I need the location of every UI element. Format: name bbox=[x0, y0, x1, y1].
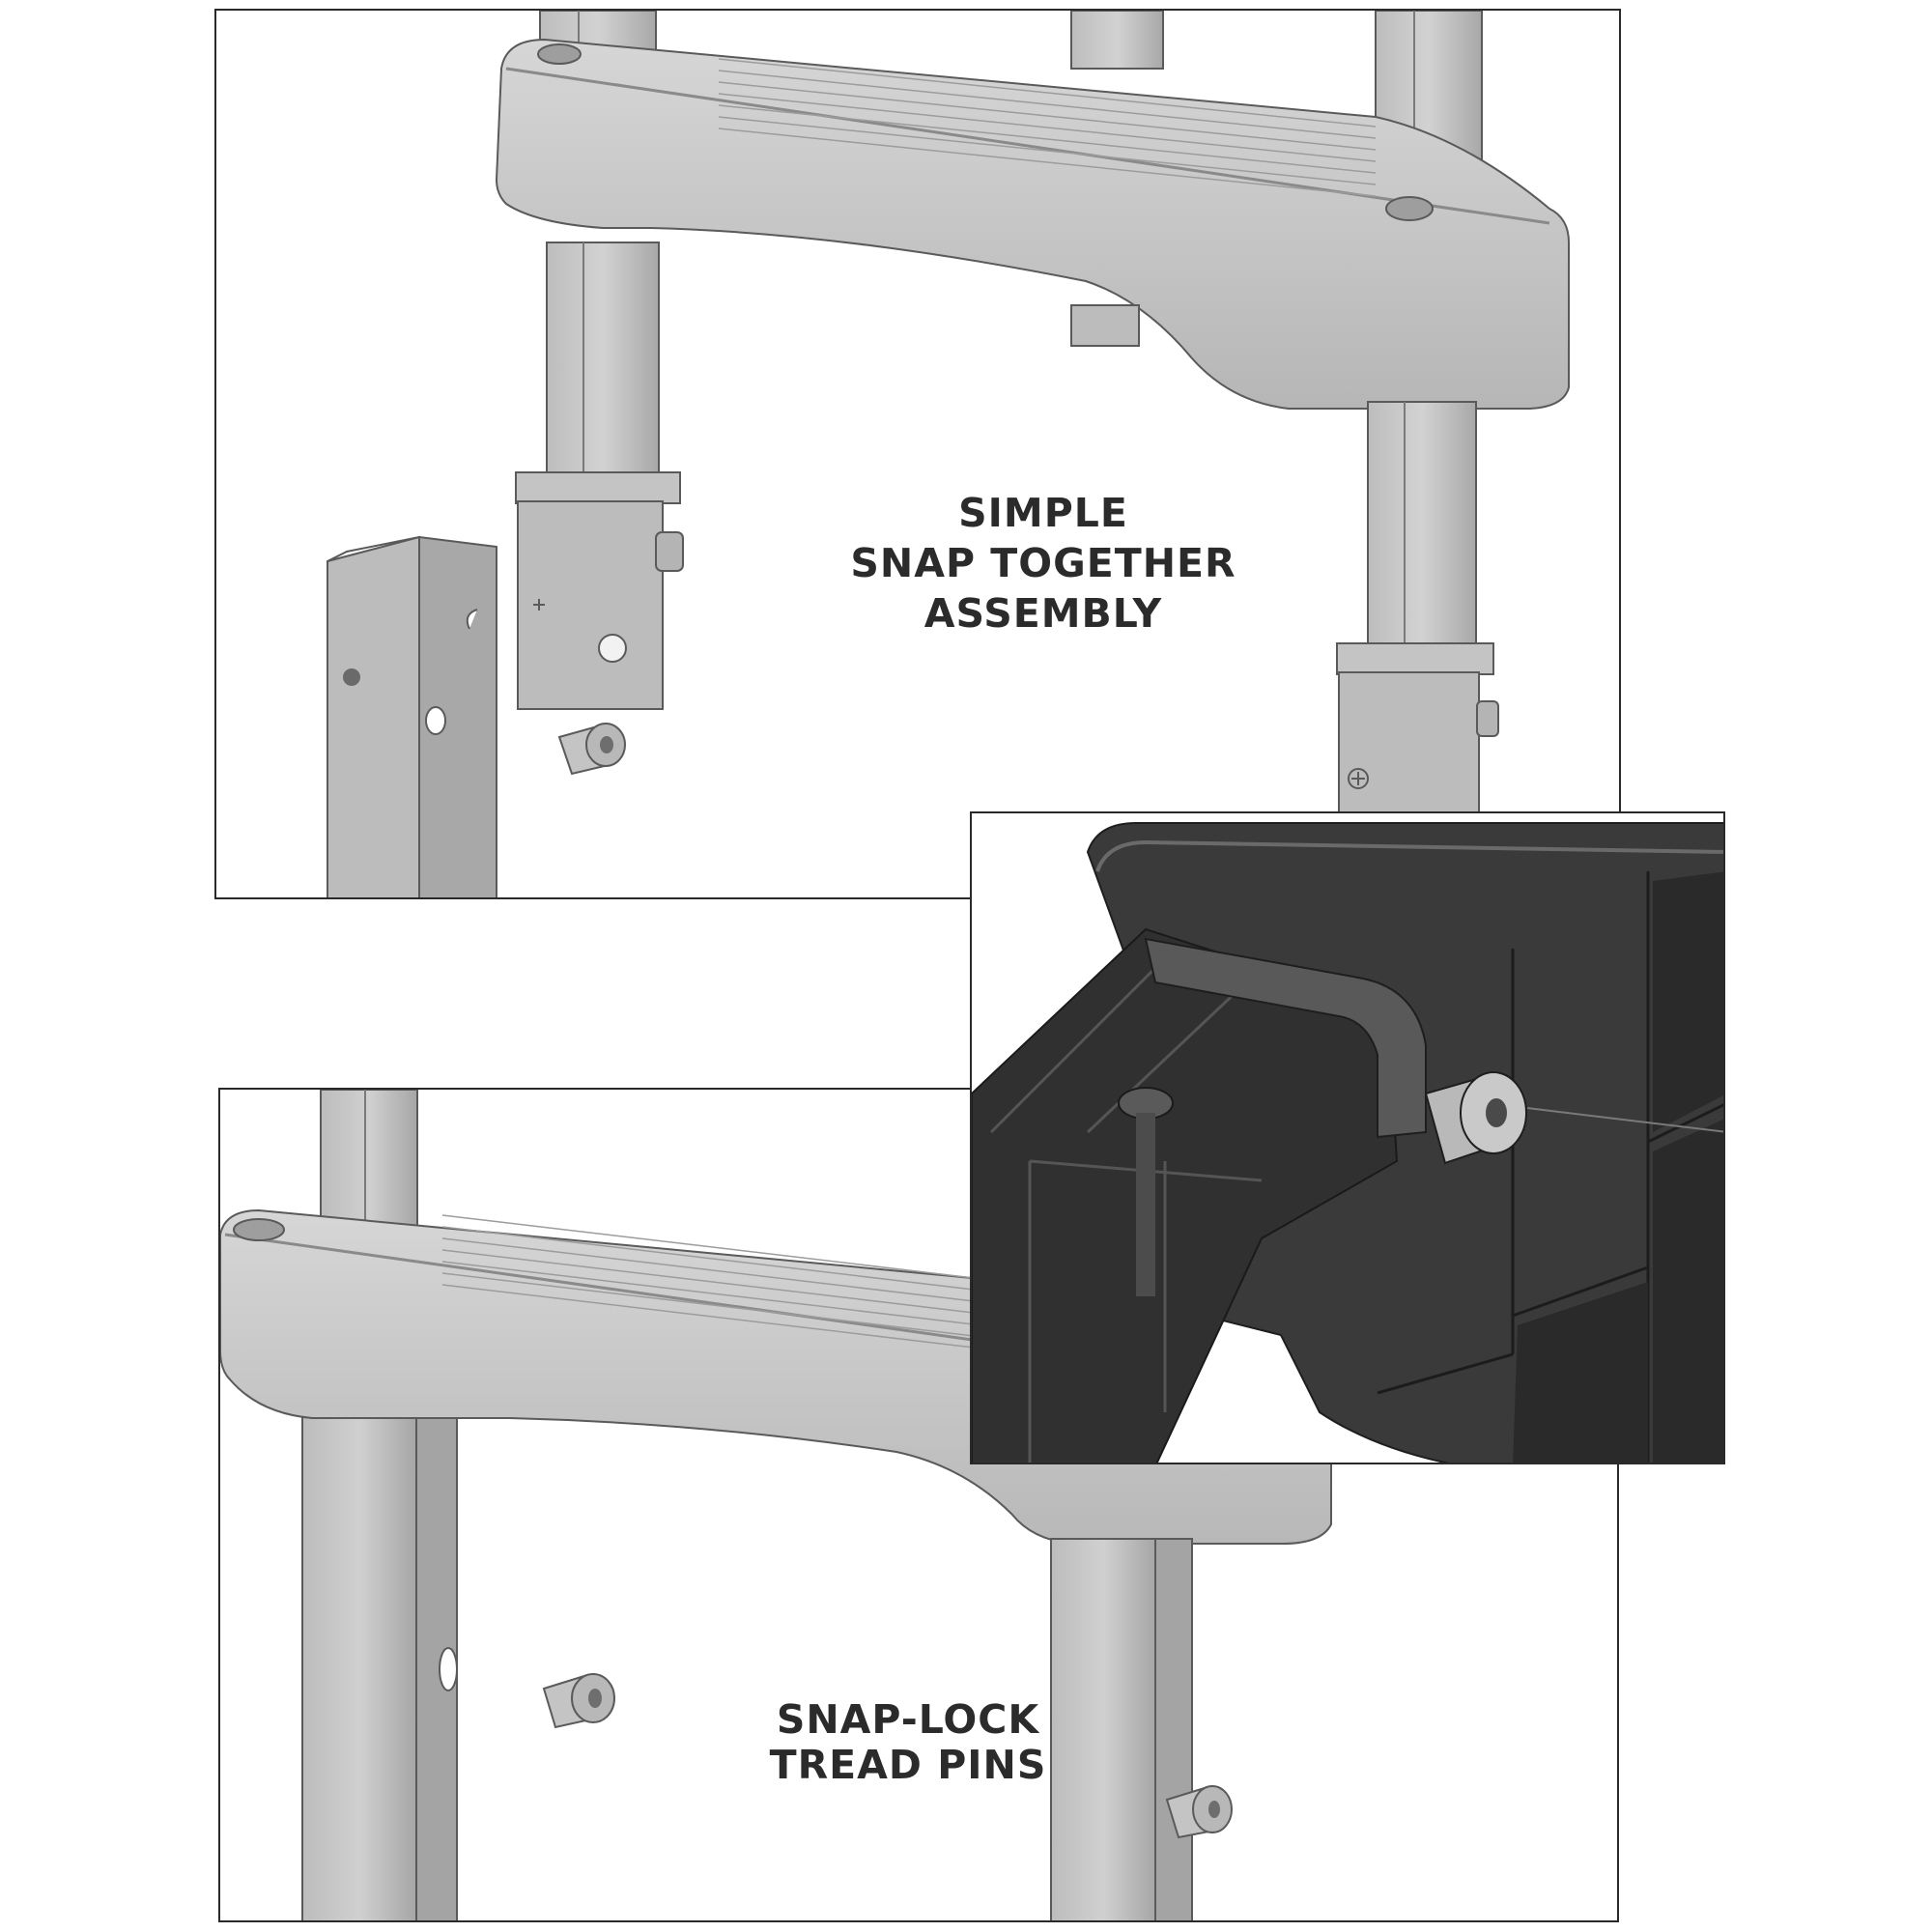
tread-pins-caption: SNAP-LOCK TREAD PINS bbox=[715, 1697, 1101, 1788]
tread-pins-caption-line-2: TREAD PINS bbox=[769, 1742, 1047, 1788]
leg-channel bbox=[327, 535, 497, 897]
upper-rail-middle bbox=[1070, 11, 1164, 70]
assembly-caption: SIMPLE SNAP TOGETHER ASSEMBLY bbox=[792, 488, 1294, 639]
lower-post-left bbox=[515, 242, 684, 710]
step-center-tab bbox=[1070, 304, 1140, 347]
tread-pins-caption-line-1: SNAP-LOCK bbox=[776, 1696, 1040, 1743]
pin-closeup-inset bbox=[970, 811, 1725, 1464]
assembly-view-panel bbox=[214, 9, 1621, 899]
tread-pin-closeup bbox=[1424, 1071, 1527, 1165]
leg-left bbox=[301, 1369, 458, 1920]
step-tread bbox=[495, 38, 1570, 410]
assembly-caption-line-2: SNAP TOGETHER bbox=[850, 540, 1236, 586]
tread-pin-top bbox=[557, 723, 626, 776]
tread-pin-right bbox=[1165, 1785, 1233, 1839]
assembly-caption-line-1: SIMPLE bbox=[958, 490, 1128, 536]
pin-closeup-illustration bbox=[972, 813, 1723, 1463]
assembly-caption-line-3: ASSEMBLY bbox=[923, 590, 1163, 637]
tread-pin-left bbox=[542, 1673, 615, 1729]
assembly-illustration bbox=[327, 11, 1570, 897]
leg-right bbox=[1050, 1538, 1193, 1920]
